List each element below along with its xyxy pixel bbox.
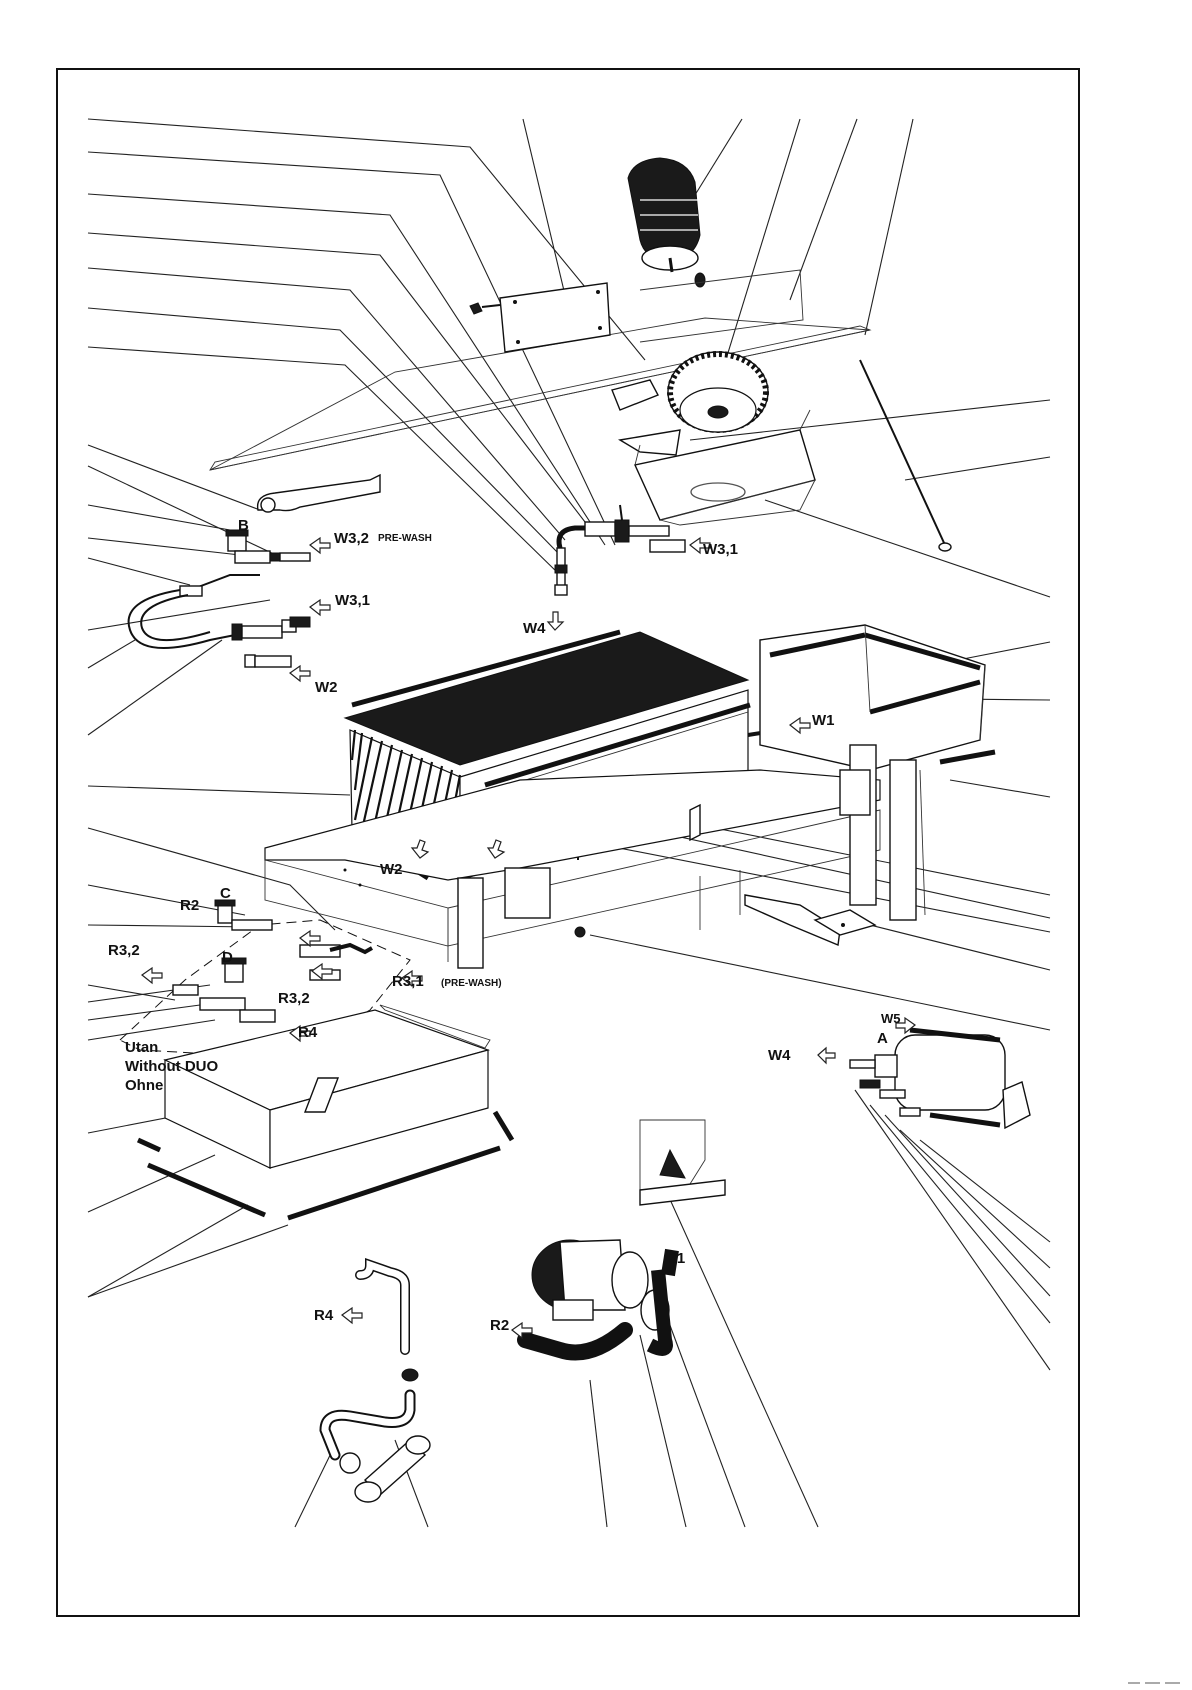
label-r3-2-mid: R3,2 (278, 990, 310, 1007)
label-ohne: Ohne (125, 1077, 163, 1094)
fan-motor (628, 158, 705, 287)
label-r2-bottom: R2 (490, 1317, 509, 1334)
label-r2-left: R2 (180, 897, 199, 914)
label-r3-1: R3,1 (392, 973, 424, 990)
valve-cluster-b (129, 530, 310, 667)
label-w3-1-left: W3,1 (335, 592, 370, 609)
label-w1: W1 (812, 712, 835, 729)
label-utan: Utan (125, 1039, 158, 1056)
label-r1: R1 (666, 1250, 685, 1267)
label-w2-left: W2 (315, 679, 338, 696)
label-a: A (877, 1030, 888, 1047)
label-b: B (238, 517, 249, 534)
label-pre-wash-top: PRE-WASH (378, 533, 432, 544)
label-d: D (222, 949, 233, 966)
label-r4-bottom: R4 (314, 1307, 334, 1324)
label-w2-bottom: W2 (380, 861, 403, 878)
support-rod (860, 360, 951, 551)
drain-tray (138, 1005, 512, 1218)
label-r4-mid: R4 (298, 1024, 318, 1041)
label-w4-right: W4 (768, 1047, 791, 1064)
label-without-duo: Without DUO (125, 1058, 219, 1075)
label-r3-2-left: R3,2 (108, 942, 140, 959)
right-duct (760, 625, 995, 770)
label-w3-1-top: W3,1 (703, 541, 738, 558)
label-w4-top: W4 (523, 620, 546, 637)
label-w5: W5 (881, 1011, 901, 1026)
drain-pump (525, 1120, 725, 1353)
label-w3-2: W3,2 (334, 530, 369, 547)
label-pre-wash-bottom: (PRE-WASH) (441, 978, 502, 989)
label-c: C (220, 885, 231, 902)
drain-hose-trap (325, 1265, 430, 1502)
left-bracket (258, 475, 380, 512)
